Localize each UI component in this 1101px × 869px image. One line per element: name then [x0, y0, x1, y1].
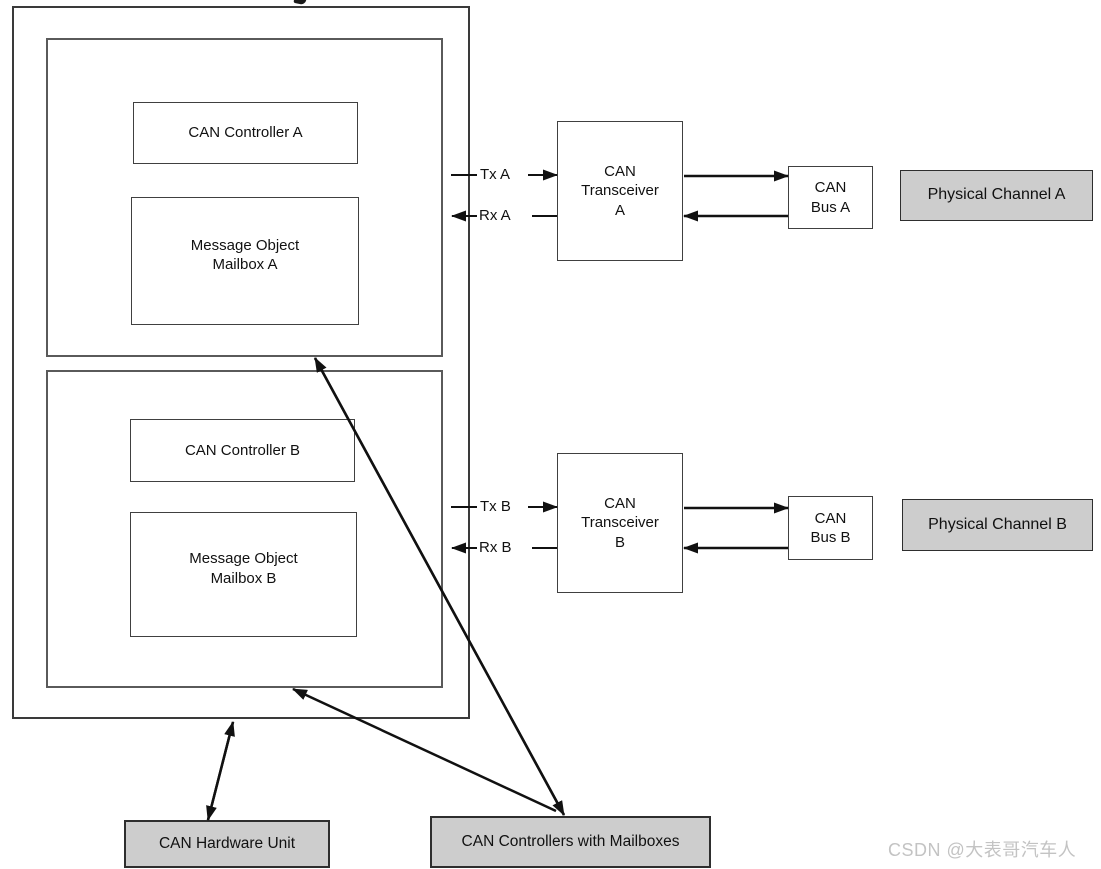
can-controller-b-label: CAN Controller B: [184, 441, 301, 459]
can-controllers-with-mailboxes-label: CAN Controllers with Mailboxes: [461, 833, 680, 851]
physical-channel-a-label: Physical Channel A: [927, 186, 1066, 204]
mailboxes-callout-arrow-to-controller-b: [292, 687, 557, 813]
message-object-mailbox-b-box: Message Object Mailbox B: [130, 512, 357, 637]
can-hardware-unit-box: CAN Hardware Unit: [124, 820, 330, 868]
rx-a-label: Rx A: [479, 207, 511, 224]
can-controller-a-outline: [46, 38, 443, 357]
hardware-unit-callout-arrow-down: [206, 721, 235, 821]
can-bus-a-label: CAN Bus A: [810, 179, 851, 216]
physical-channel-b-box: Physical Channel B: [902, 499, 1093, 551]
can-bus-b-label: CAN Bus B: [810, 509, 851, 546]
can-hardware-unit-label: CAN Hardware Unit: [158, 835, 296, 853]
can-bus-a-box: CAN Bus A: [788, 166, 873, 229]
tx-b-label: Tx B: [480, 498, 511, 515]
can-controllers-with-mailboxes-box: CAN Controllers with Mailboxes: [430, 816, 711, 868]
tx-a-label: Tx A: [480, 166, 511, 183]
can-controller-a-box: CAN Controller A: [133, 102, 358, 164]
message-object-mailbox-a-label: Message Object Mailbox A: [190, 236, 300, 273]
can-transceiver-a-box: CAN Transceiver A: [557, 121, 683, 261]
message-object-mailbox-a-box: Message Object Mailbox A: [131, 197, 359, 325]
can-transceiver-a-label: CAN Transceiver A: [581, 163, 659, 219]
can-hardware-unit-outline: [12, 6, 470, 719]
can-controller-a-label: CAN Controller A: [188, 124, 303, 142]
can-transceiver-b-label: CAN Transceiver B: [581, 495, 659, 551]
mailboxes-callout-arrow-down-a: [313, 357, 566, 816]
can-transceiver-b-box: CAN Transceiver B: [557, 453, 683, 593]
watermark-text: CSDN @大表哥汽车人: [888, 840, 1077, 860]
message-object-mailbox-b-label: Message Object Mailbox B: [189, 550, 298, 587]
can-controller-b-outline: [46, 370, 443, 688]
rx-b-label: Rx B: [479, 539, 512, 556]
can-bus-b-box: CAN Bus B: [788, 496, 873, 560]
physical-channel-a-box: Physical Channel A: [900, 170, 1093, 221]
physical-channel-b-label: Physical Channel B: [928, 515, 1067, 533]
can-controller-b-box: CAN Controller B: [130, 419, 355, 482]
